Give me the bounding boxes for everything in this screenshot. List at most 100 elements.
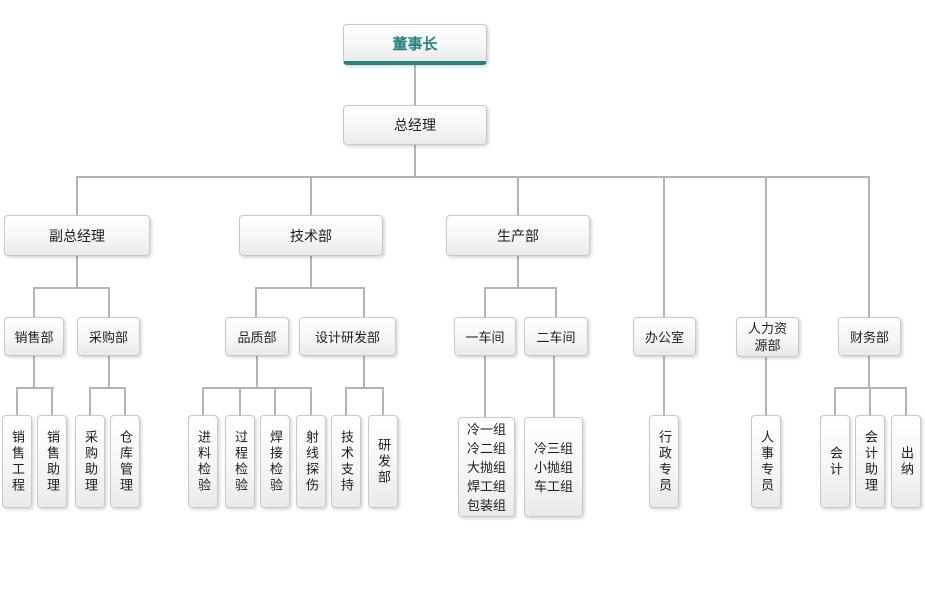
- connector: [256, 356, 258, 388]
- connector: [382, 388, 384, 415]
- node-sales-engineering[interactable]: 销售工程: [2, 415, 32, 508]
- node-chairman[interactable]: 董事长: [343, 24, 487, 65]
- connector: [414, 64, 416, 105]
- connector: [274, 388, 276, 415]
- node-label: 销售助理: [45, 429, 60, 494]
- node-label: 人力资源部: [747, 321, 787, 353]
- connector: [33, 356, 35, 388]
- node-label: 品质部: [237, 330, 277, 345]
- connector: [363, 356, 365, 388]
- connector: [310, 388, 312, 415]
- node-label: 会计: [828, 445, 843, 478]
- connector: [663, 356, 665, 415]
- node-label: 冷一组 冷二组 大抛组 焊工组 包装组: [466, 421, 506, 513]
- connector: [765, 176, 767, 317]
- connector: [76, 176, 78, 215]
- node-hr-dept[interactable]: 人力资源部: [736, 317, 799, 357]
- connector: [76, 256, 78, 289]
- connector: [345, 387, 384, 389]
- connector: [89, 388, 91, 415]
- connector: [484, 288, 486, 317]
- connector: [765, 356, 767, 415]
- node-rd-dept[interactable]: 研发部: [368, 415, 398, 508]
- connector: [124, 388, 126, 415]
- connector: [663, 176, 665, 317]
- node-label: 进料检验: [196, 429, 211, 494]
- node-sales-assistant[interactable]: 销售助理: [37, 415, 67, 508]
- connector: [255, 287, 365, 289]
- node-workshop-1-groups[interactable]: 冷一组 冷二组 大抛组 焊工组 包装组: [458, 417, 515, 517]
- node-warehouse-management[interactable]: 仓库管理: [110, 415, 140, 508]
- connector: [310, 176, 312, 215]
- node-office[interactable]: 办公室: [633, 317, 696, 356]
- node-production-dept[interactable]: 生产部: [446, 215, 590, 256]
- node-label: 人事专员: [759, 429, 774, 494]
- node-label: 焊接检验: [268, 429, 283, 494]
- node-process-inspection[interactable]: 过程检验: [225, 415, 255, 508]
- node-sales-dept[interactable]: 销售部: [4, 317, 64, 356]
- node-label: 总经理: [394, 117, 436, 133]
- node-label: 销售部: [14, 330, 54, 345]
- node-admin-specialist[interactable]: 行政专员: [649, 415, 679, 508]
- node-cashier[interactable]: 出纳: [891, 415, 921, 508]
- connector: [414, 145, 416, 177]
- connector: [553, 356, 555, 417]
- connector: [33, 287, 110, 289]
- node-label: 二车间: [536, 330, 576, 345]
- connector: [89, 387, 126, 389]
- node-welding-inspection[interactable]: 焊接检验: [260, 415, 290, 508]
- connector: [868, 176, 870, 317]
- node-general-manager[interactable]: 总经理: [343, 105, 487, 145]
- node-finance-dept[interactable]: 财务部: [838, 317, 901, 356]
- connector: [869, 388, 871, 415]
- node-hr-specialist[interactable]: 人事专员: [751, 415, 781, 508]
- node-design-rd-dept[interactable]: 设计研发部: [299, 317, 396, 356]
- connector: [33, 288, 35, 317]
- node-label: 仓库管理: [118, 429, 133, 494]
- node-label: 研发部: [376, 437, 391, 486]
- node-label: 办公室: [644, 330, 684, 345]
- node-label: 会计助理: [863, 429, 878, 494]
- node-label: 采购部: [88, 330, 128, 345]
- node-label: 生产部: [497, 227, 539, 244]
- node-label: 财务部: [849, 330, 889, 345]
- connector: [16, 387, 54, 389]
- node-workshop-2[interactable]: 二车间: [524, 317, 588, 356]
- node-workshop-1[interactable]: 一车间: [454, 317, 516, 356]
- connector: [905, 388, 907, 415]
- connector: [484, 356, 486, 417]
- node-accountant[interactable]: 会计: [820, 415, 850, 508]
- node-label: 出纳: [899, 445, 914, 478]
- connector: [868, 356, 870, 388]
- node-label: 采购助理: [83, 429, 98, 494]
- node-quality-dept[interactable]: 品质部: [225, 317, 289, 356]
- node-purchasing-assistant[interactable]: 采购助理: [75, 415, 105, 508]
- connector: [834, 388, 836, 415]
- node-label: 销售工程: [10, 429, 25, 494]
- connector: [363, 288, 365, 317]
- node-vice-general-manager[interactable]: 副总经理: [4, 215, 150, 256]
- node-label: 董事长: [392, 35, 438, 53]
- node-label: 技术部: [290, 227, 332, 244]
- node-incoming-inspection[interactable]: 进料检验: [188, 415, 218, 508]
- node-label: 行政专员: [657, 429, 672, 494]
- connector: [202, 387, 312, 389]
- node-technical-support[interactable]: 技术支持: [331, 415, 361, 508]
- node-technology-dept[interactable]: 技术部: [239, 215, 383, 256]
- connector: [202, 388, 204, 415]
- node-label: 射线探伤: [304, 429, 319, 494]
- connector: [108, 356, 110, 388]
- node-label: 一车间: [465, 330, 505, 345]
- node-purchasing-dept[interactable]: 采购部: [77, 317, 140, 356]
- node-label: 过程检验: [233, 429, 248, 494]
- connector: [108, 288, 110, 317]
- node-radiographic-testing[interactable]: 射线探伤: [296, 415, 326, 508]
- connector: [555, 288, 557, 317]
- node-label: 副总经理: [49, 227, 105, 244]
- connector: [255, 288, 257, 317]
- node-accounting-assistant[interactable]: 会计助理: [855, 415, 885, 508]
- connector: [310, 256, 312, 289]
- node-workshop-2-groups[interactable]: 冷三组 小抛组 车工组: [524, 417, 583, 517]
- connector: [16, 388, 18, 415]
